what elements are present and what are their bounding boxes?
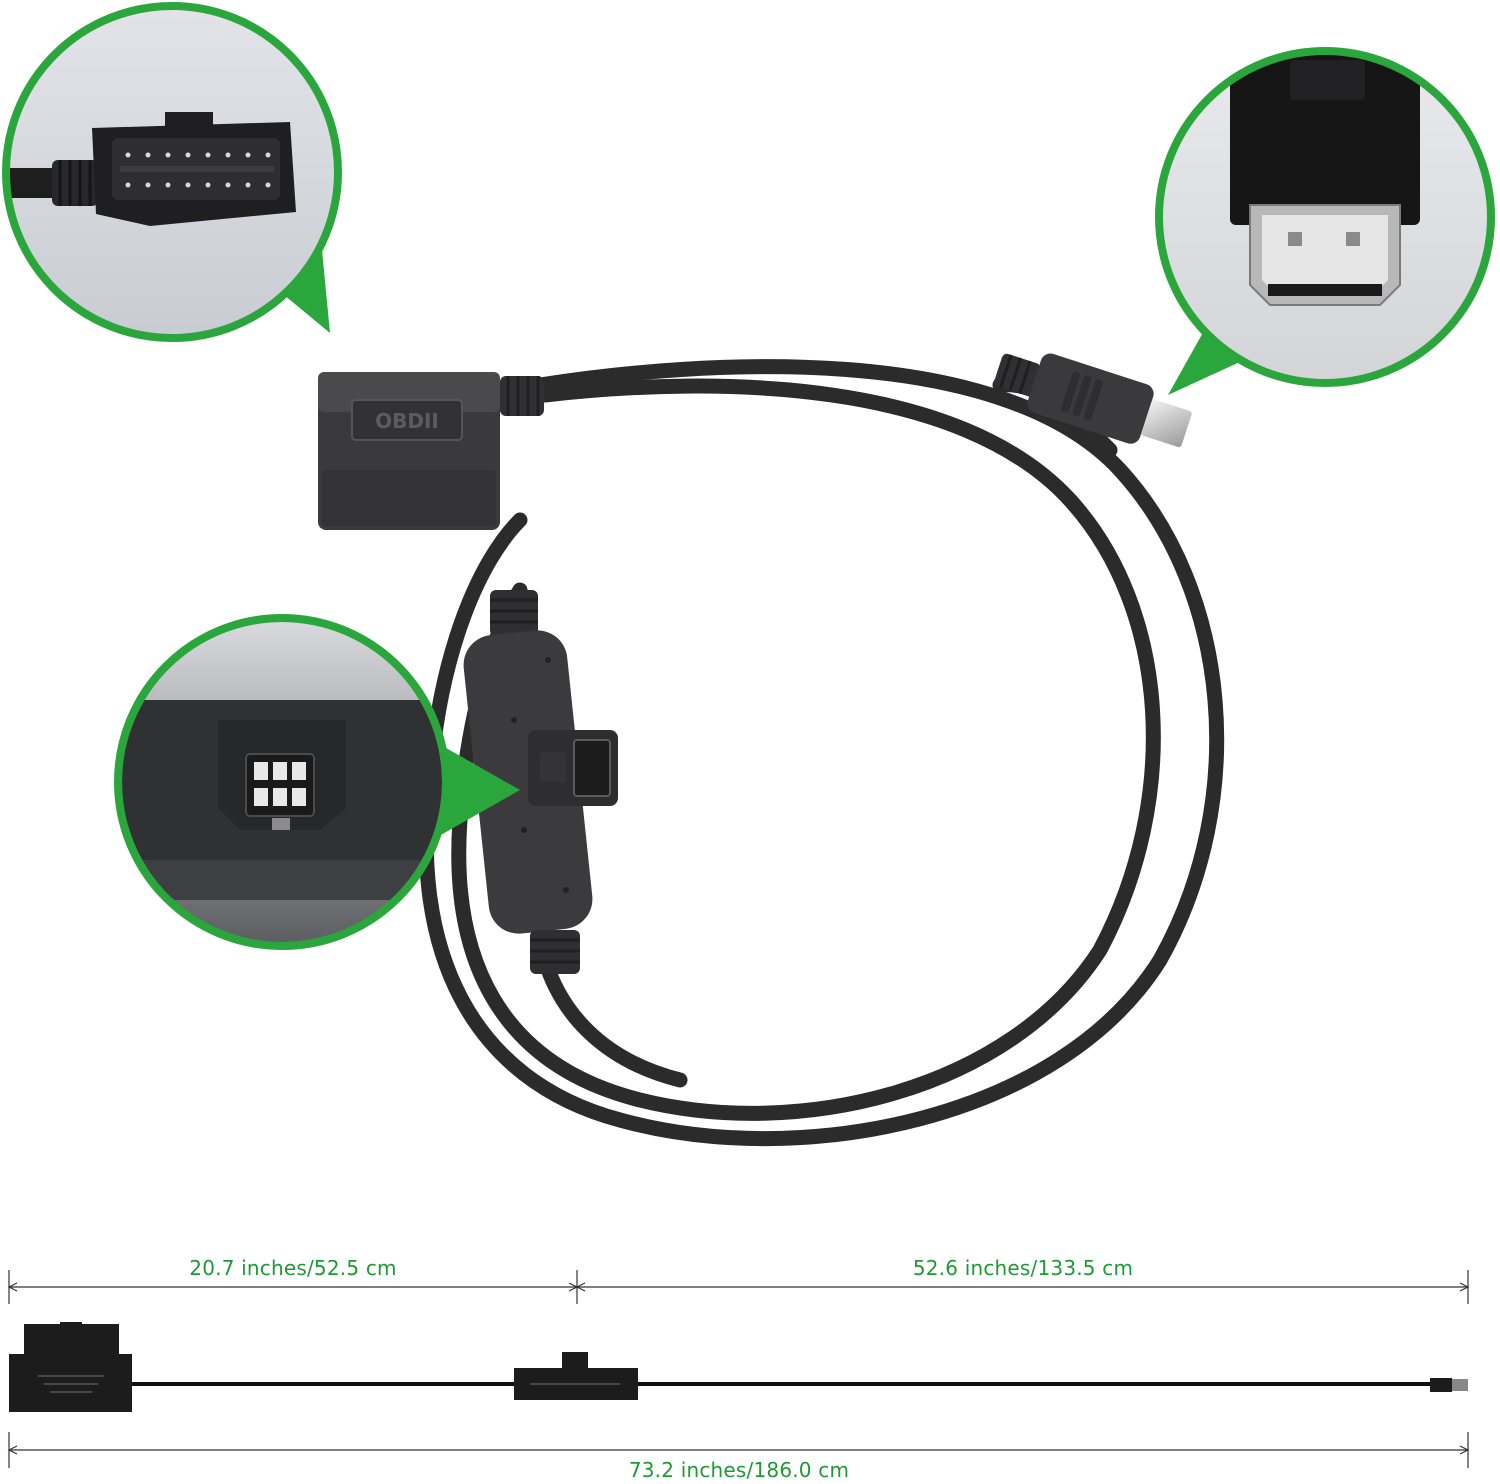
dimension-diagram: [7, 1270, 1470, 1468]
obd2-connector-callout: [2, 2, 342, 342]
hdmi-plug: [994, 353, 1192, 448]
6-pin-socket-callout: [114, 614, 520, 950]
dimension-total-length: 73.2 inches/186.0 cm: [628, 1458, 850, 1482]
obd2-plug: OBDII: [318, 372, 544, 530]
cable-schematic: [9, 1322, 1468, 1412]
obd-embossed-text: OBDII: [375, 409, 439, 433]
splitter-box: [463, 590, 618, 974]
dimension-splitter-to-hdmi: 52.6 inches/133.5 cm: [912, 1256, 1134, 1280]
hdmi-connector-callout: [1155, 47, 1495, 395]
dimension-obd-to-splitter: 20.7 inches/52.5 cm: [189, 1256, 397, 1280]
